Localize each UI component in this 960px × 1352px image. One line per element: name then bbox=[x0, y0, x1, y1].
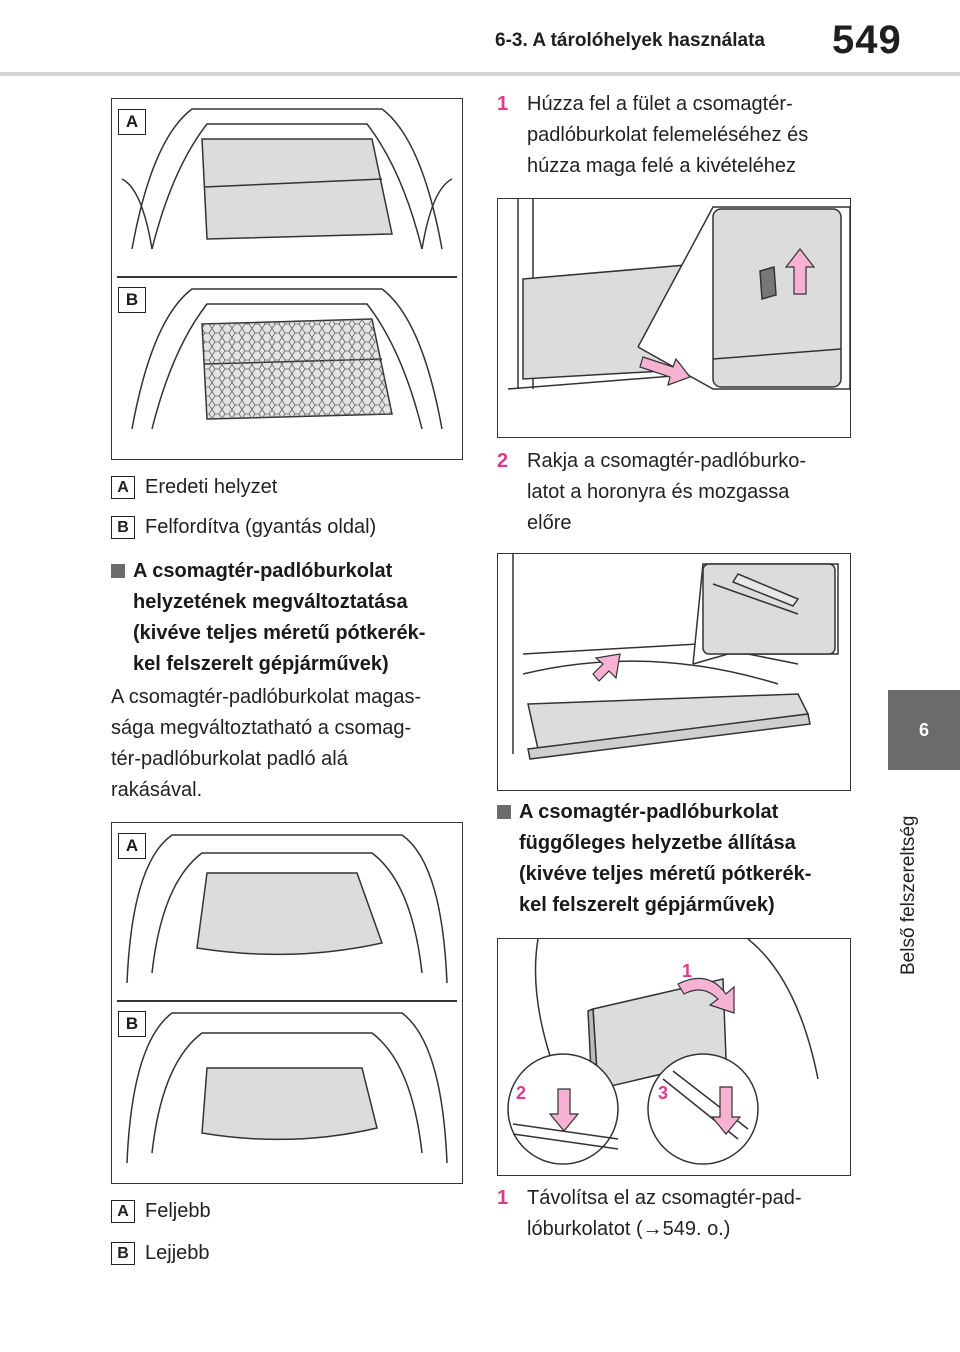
figure-badge-b: B bbox=[118, 1011, 146, 1037]
section-title: 6-3. A tárolóhelyek használata bbox=[495, 30, 765, 51]
section-heading-height-change: A csomagtér-padlóburkolat helyzetének me… bbox=[111, 556, 471, 680]
heading-line: A csomagtér-padlóburkolat bbox=[519, 801, 779, 823]
legend-badge: B bbox=[111, 1242, 135, 1265]
height-change-paragraph: A csomagtér-padlóburkolat magas- sága me… bbox=[111, 682, 471, 806]
page-number: 549 bbox=[832, 18, 902, 62]
heading-line: (kivéve teljes méretű pótkerék- bbox=[519, 863, 812, 885]
legend-badge: A bbox=[111, 476, 135, 499]
chapter-number: 6 bbox=[918, 719, 929, 740]
legend-badge: A bbox=[111, 1200, 135, 1223]
step-line: Rakja a csomagtér-padlóburko- bbox=[527, 450, 807, 472]
vertical-mat-illustration bbox=[507, 939, 819, 1165]
chapter-label: Belső felszereltség bbox=[898, 815, 919, 975]
step-number: 1 bbox=[497, 1187, 509, 1209]
figure-badge-a: A bbox=[118, 109, 146, 135]
paragraph-line: A csomagtér-padlóburkolat magas- bbox=[111, 686, 422, 708]
chapter-side-label: Belső felszereltség bbox=[890, 785, 930, 975]
heading-line: kel felszerelt gépjárművek) bbox=[133, 653, 389, 675]
legend-text: Eredeti helyzet bbox=[145, 476, 278, 498]
legend-badge: B bbox=[111, 516, 135, 539]
callout-number: 1 bbox=[682, 961, 693, 981]
lift-tab-illustration bbox=[507, 199, 850, 390]
paragraph-line: tér-padlóburkolat padló alá bbox=[111, 748, 348, 770]
legend-flipped: B Felfordítva (gyantás oldal) bbox=[111, 516, 376, 539]
figure-badge-a: A bbox=[118, 833, 146, 859]
callout-number: 3 bbox=[658, 1083, 669, 1103]
step-line: Távolítsa el az csomagtér-pad- bbox=[527, 1187, 802, 1209]
legend-text: Feljebb bbox=[145, 1200, 211, 1222]
heading-square-icon bbox=[111, 564, 125, 578]
figure-cargo-mat-sides: A B bbox=[111, 98, 463, 460]
heading-line: függőleges helyzetbe állítása bbox=[519, 832, 796, 854]
mat-height-illustration bbox=[117, 834, 457, 1164]
figure-badge-b: B bbox=[118, 287, 146, 313]
heading-line: kel felszerelt gépjárművek) bbox=[519, 894, 775, 916]
legend-text: Lejjebb bbox=[145, 1242, 210, 1264]
step-remove-mat: 1 Távolítsa el az csomagtér-pad- lóburko… bbox=[497, 1183, 857, 1245]
step-slide-mat: 2 Rakja a csomagtér-padlóburko- latot a … bbox=[497, 446, 857, 539]
step-number: 2 bbox=[497, 450, 509, 472]
legend-upper: A Feljebb bbox=[111, 1200, 211, 1223]
figure-mat-height: A B bbox=[111, 822, 463, 1184]
heading-line: A csomagtér-padlóburkolat bbox=[133, 560, 393, 582]
chapter-tab: 6 bbox=[888, 690, 960, 770]
step-line: lóburkolatot (→549. o.) bbox=[527, 1218, 731, 1240]
heading-square-icon bbox=[497, 805, 511, 819]
legend-lower: B Lejjebb bbox=[111, 1242, 210, 1265]
section-heading-vertical-position: A csomagtér-padlóburkolat függőleges hel… bbox=[497, 797, 857, 921]
legend-text: Felfordítva (gyantás oldal) bbox=[145, 516, 377, 538]
heading-line: helyzetének megváltoztatása bbox=[133, 591, 408, 613]
step-number: 1 bbox=[497, 93, 509, 115]
step-line: előre bbox=[527, 512, 572, 534]
step-lift-tab: 1 Húzza fel a fület a csomagtér- padlóbu… bbox=[497, 89, 857, 182]
header-divider bbox=[0, 72, 960, 76]
step-line: padlóburkolat felemeléséhez és bbox=[527, 124, 809, 146]
cargo-mat-sides-illustration bbox=[117, 108, 457, 430]
step-line: húzza maga felé a kivételéhez bbox=[527, 155, 797, 177]
step-line: Húzza fel a fület a csomagtér- bbox=[527, 93, 793, 115]
slide-mat-illustration bbox=[512, 554, 839, 760]
figure-slide-mat bbox=[497, 553, 851, 791]
paragraph-line: rakásával. bbox=[111, 779, 203, 801]
legend-original: A Eredeti helyzet bbox=[111, 476, 277, 499]
heading-line: (kivéve teljes méretű pótkerék- bbox=[133, 622, 426, 644]
step-line: latot a horonyra és mozgassa bbox=[527, 481, 790, 503]
figure-vertical-mat: 1 2 3 bbox=[497, 938, 851, 1176]
callout-number: 2 bbox=[516, 1083, 527, 1103]
paragraph-line: sága megváltoztatható a csomag- bbox=[111, 717, 412, 739]
figure-lift-tab bbox=[497, 198, 851, 438]
